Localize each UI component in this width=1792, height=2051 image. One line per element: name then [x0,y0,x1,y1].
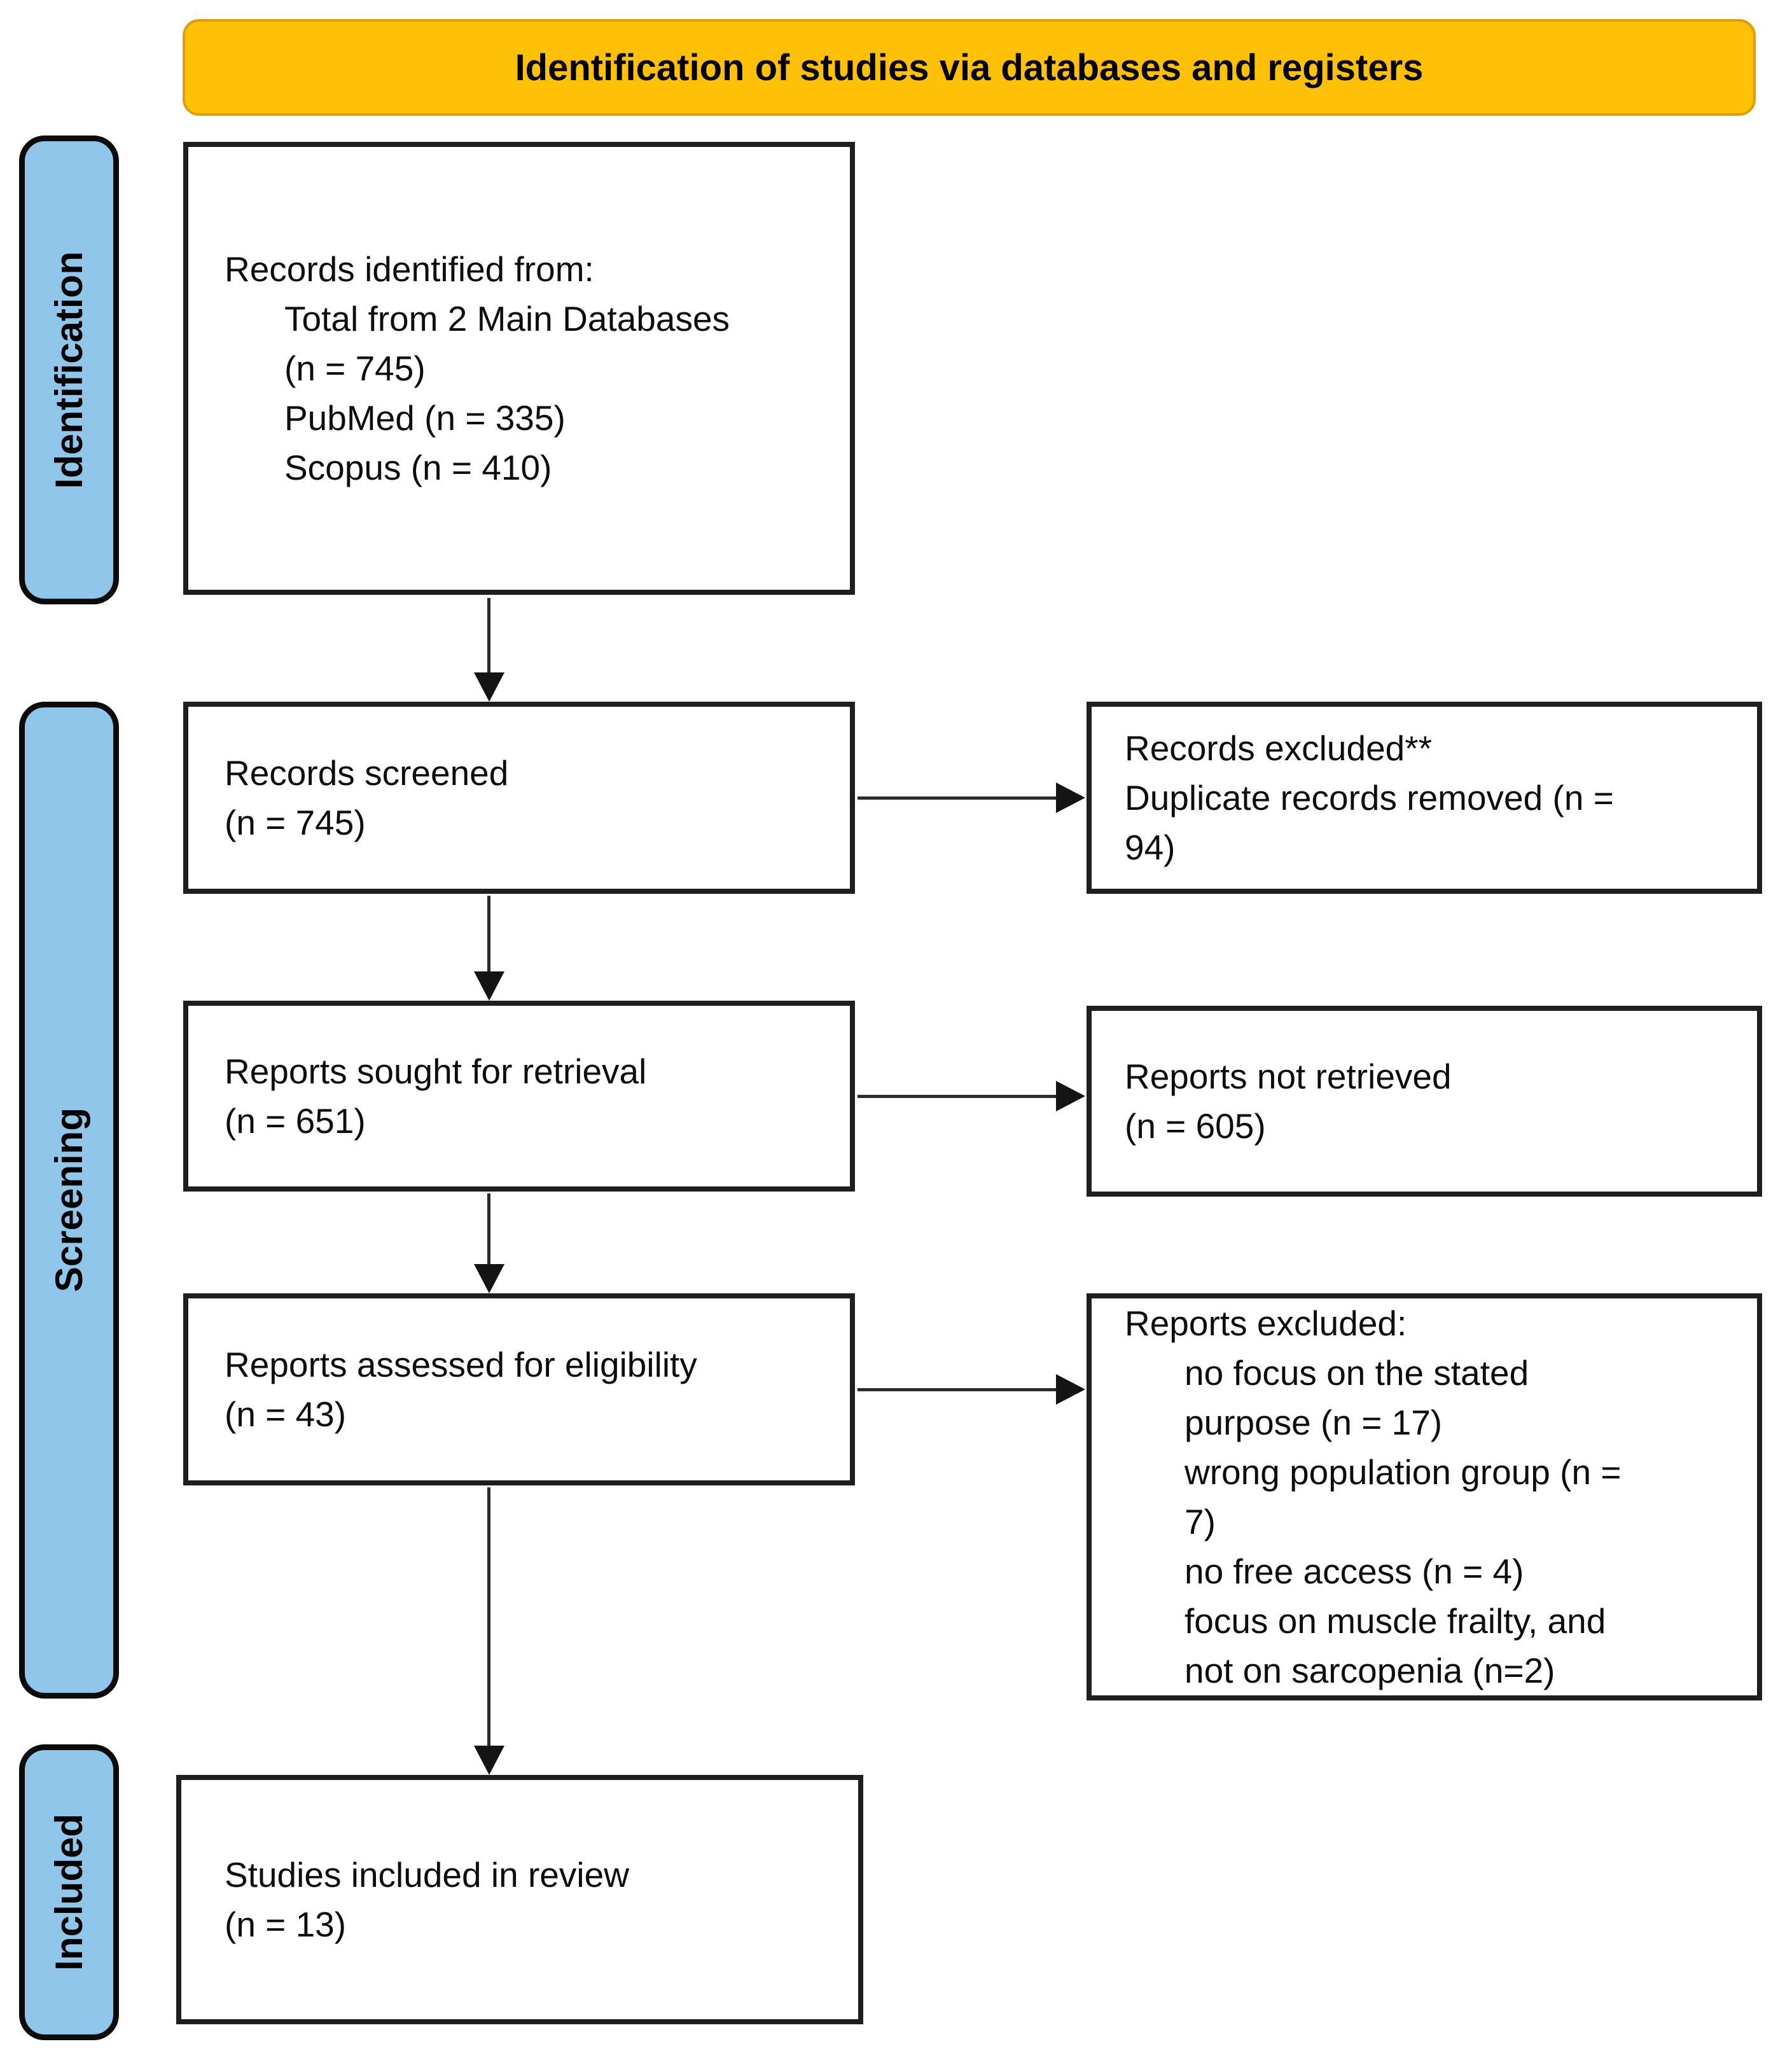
box-line: (n = 605) [1125,1106,1266,1146]
arrow-sought-to-assessed-line [487,1193,490,1267]
stage-included-label: Included [48,1814,90,1971]
box-line: Reports not retrieved [1125,1057,1452,1096]
arrow-down-icon [474,672,504,702]
arrow-screened-to-sought-line [487,896,490,973]
box-line: Records screened [225,753,509,793]
banner-title-text: Identification of studies via databases … [515,46,1424,88]
box-line: 7) [1184,1502,1216,1541]
stage-screening-label: Screening [48,1108,90,1293]
box-line: Total from 2 Main Databases [284,299,730,338]
stage-identification: Identification [19,136,119,604]
box-line: 94) [1125,828,1176,867]
arrow-sought-to-not-retrieved-line [858,1095,1058,1098]
arrow-down-icon [474,1264,504,1293]
arrow-identified-to-screened-line [487,598,490,676]
arrow-assessed-to-excluded-line [858,1388,1058,1391]
box-line: Scopus (n = 410) [284,448,552,487]
banner-title: Identification of studies via databases … [183,19,1756,116]
box-line: (n = 745) [284,349,426,388]
box-records-screened: Records screened (n = 745) [183,702,855,894]
arrow-right-icon [1056,1374,1085,1405]
box-line: purpose (n = 17) [1184,1403,1443,1442]
box-line: (n = 651) [225,1101,366,1141]
box-title: Reports excluded: [1125,1304,1407,1343]
box-line: no focus on the stated [1184,1353,1529,1393]
arrow-down-icon [474,971,504,1001]
stage-identification-label: Identification [48,251,90,489]
box-line: Studies included in review [225,1855,629,1895]
stage-screening: Screening [19,702,119,1699]
box-records-excluded: Records excluded** Duplicate records rem… [1087,702,1762,894]
box-line: PubMed (n = 335) [284,398,566,438]
box-reports-sought: Reports sought for retrieval (n = 651) [183,1001,855,1192]
box-line: not on sarcopenia (n=2) [1184,1651,1555,1690]
box-line: Records excluded** [1125,728,1433,768]
box-line: (n = 13) [225,1905,347,1944]
box-line: (n = 745) [225,803,366,842]
arrow-down-icon [474,1746,504,1775]
box-reports-not-retrieved: Reports not retrieved (n = 605) [1087,1006,1762,1197]
box-records-identified: Records identified from: Total from 2 Ma… [183,142,855,595]
box-line: no free access (n = 4) [1184,1552,1524,1591]
box-line: (n = 43) [225,1394,347,1434]
arrow-assessed-to-included-line [487,1487,490,1747]
box-line: focus on muscle frailty, and [1184,1601,1606,1641]
box-studies-included: Studies included in review (n = 13) [176,1775,863,2024]
arrow-screened-to-excluded-line [858,796,1058,800]
box-line: Reports sought for retrieval [225,1052,647,1091]
arrow-right-icon [1056,1081,1085,1111]
box-reports-excluded: Reports excluded: no focus on the stated… [1087,1293,1762,1700]
stage-included: Included [19,1744,119,2040]
arrow-right-icon [1056,782,1085,813]
box-line: Duplicate records removed (n = [1125,778,1614,817]
box-reports-assessed: Reports assessed for eligibility (n = 43… [183,1293,855,1485]
box-line: wrong population group (n = [1184,1452,1622,1492]
box-title: Records identified from: [225,249,594,289]
box-line: Reports assessed for eligibility [225,1345,697,1384]
